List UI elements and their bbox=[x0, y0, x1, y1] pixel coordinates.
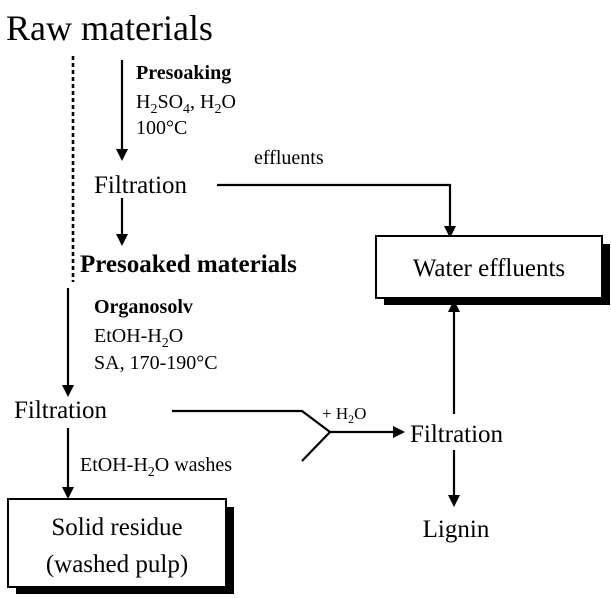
filtration-2-label: Filtration bbox=[14, 397, 108, 424]
presoaking-title: Presoaking bbox=[136, 62, 231, 84]
organosolv-conditions: SA, 170-190°C bbox=[94, 352, 218, 374]
organosolv-solvent: EtOH-H2O bbox=[94, 325, 183, 351]
solid-residue-box bbox=[7, 498, 227, 588]
raw-materials-label: Raw materials bbox=[6, 8, 213, 48]
filtration-3-label: Filtration bbox=[410, 421, 504, 448]
line-filtrate-to-merge bbox=[172, 409, 331, 433]
line-washes-to-merge bbox=[301, 431, 331, 462]
effluents-label: effluents bbox=[254, 147, 324, 169]
presoaking-reagents: H2SO4, H2O bbox=[136, 91, 236, 117]
presoaked-materials-label: Presoaked materials bbox=[80, 251, 297, 278]
water-effluents-box bbox=[375, 235, 603, 299]
filtration-1-label: Filtration bbox=[94, 172, 188, 199]
solid-residue-line-2: (washed pulp) bbox=[46, 551, 188, 578]
water-addition-label: + H2O bbox=[322, 404, 366, 426]
water-effluents-label: Water effluents bbox=[413, 255, 565, 282]
lignin-label: Lignin bbox=[423, 516, 490, 543]
washes-label: EtOH-H2O washes bbox=[80, 454, 232, 480]
solid-residue-line-1: Solid residue bbox=[51, 514, 182, 541]
arrow-effluents-to-water bbox=[217, 183, 456, 238]
organosolv-title: Organosolv bbox=[94, 296, 193, 318]
presoaking-temperature: 100°C bbox=[136, 117, 187, 139]
